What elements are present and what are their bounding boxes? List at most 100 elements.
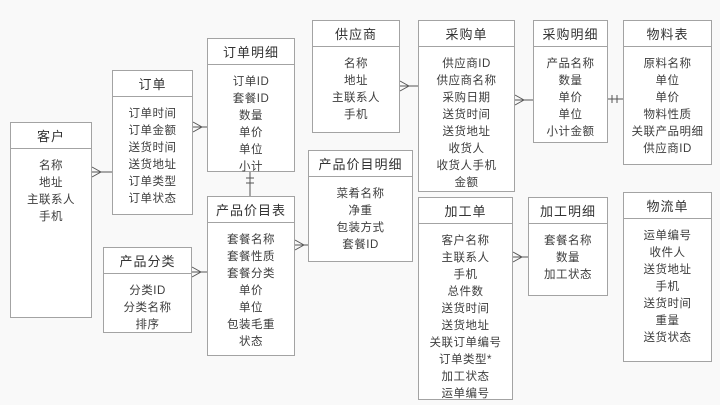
entity-title-order: 订单 [113, 71, 192, 97]
entity-field: 采购日期 [442, 92, 491, 104]
entity-field: 送货地址 [442, 126, 491, 138]
entity-field: 手机 [655, 281, 680, 293]
entity-field: 订单类型* [439, 354, 492, 366]
entity-field: 单价 [655, 92, 680, 104]
entity-field-list: 名称地址主联系人手机 [313, 47, 399, 132]
entity-field: 订单状态 [128, 193, 177, 205]
entity-field: 套餐名称 [227, 234, 275, 246]
entity-field: 订单金额 [128, 125, 177, 137]
entity-field: 包装毛重 [227, 319, 275, 331]
entity-field: 套餐性质 [227, 251, 275, 263]
entity-field: 客户名称 [441, 235, 490, 247]
entity-field-list: 产品名称数量单价单位小计金额 [534, 47, 607, 142]
relationship-order-order-detail-crow-foot-icon [192, 121, 203, 133]
entity-field: 菜肴名称 [336, 188, 385, 200]
entity-title-logistics: 物流单 [624, 193, 711, 219]
entity-field: 送货状态 [643, 332, 692, 344]
entity-field: 小计金额 [546, 126, 595, 138]
entity-purchase-detail: 采购明细产品名称数量单价单位小计金额 [533, 20, 608, 143]
entity-logistics: 物流单运单编号收件人送货地址手机送货时间重量送货状态 [623, 192, 712, 362]
entity-field: 单位 [558, 109, 583, 121]
entity-title-process-detail: 加工明细 [529, 198, 607, 224]
entity-field: 主联系人 [27, 194, 75, 206]
entity-field: 订单ID [232, 76, 270, 88]
entity-field: 手机 [344, 109, 368, 121]
relationship-customer-order-crow-foot-icon [91, 166, 102, 178]
entity-field: 送货地址 [643, 264, 692, 276]
entity-field: 送货地址 [441, 320, 490, 332]
entity-title-supplier: 供应商 [313, 21, 399, 47]
entity-title-purchase-detail: 采购明细 [534, 21, 607, 47]
entity-process-order: 加工单客户名称主联系人手机总件数送货时间送货地址关联订单编号订单类型*加工状态运… [418, 197, 513, 400]
entity-field: 套餐名称 [544, 235, 592, 247]
entity-field: 数量 [556, 252, 580, 264]
entity-customer: 客户名称地址主联系人手机 [10, 122, 92, 318]
relationship-order-detail-price-list-one-one-ticks-icon [246, 177, 254, 184]
entity-field: 送货时间 [643, 298, 692, 310]
entity-field: 手机 [39, 211, 63, 223]
entity-field: 地址 [344, 75, 368, 87]
entity-field: 状态 [239, 336, 263, 348]
entity-field: 名称 [344, 58, 368, 70]
entity-field: 主联系人 [441, 252, 490, 264]
entity-title-price-detail: 产品价目明细 [309, 151, 412, 177]
entity-field-list: 订单时间订单金额送货时间送货地址订单类型订单状态 [113, 97, 192, 214]
entity-title-purchase-order: 采购单 [419, 21, 514, 47]
entity-field: 送货时间 [128, 142, 177, 154]
entity-field: 单位 [239, 302, 263, 314]
entity-field: 运单编号 [643, 230, 692, 242]
entity-field: 分类名称 [123, 302, 172, 314]
entity-field: 送货时间 [441, 303, 490, 315]
entity-field-list: 运单编号收件人送货地址手机送货时间重量送货状态 [624, 219, 711, 361]
entity-field: 关联订单编号 [429, 337, 502, 349]
relationship-purchase-order-purchase-detail-crow-foot-icon [514, 94, 525, 106]
entity-title-order-detail: 订单明细 [208, 39, 294, 65]
entity-field-list: 原料名称单位单价物料性质关联产品明细供应商ID [624, 47, 711, 164]
entity-field: 产品名称 [546, 58, 595, 70]
entity-field: 手机 [453, 269, 478, 281]
relationship-process-order-process-detail-crow-foot-icon [512, 251, 523, 263]
entity-field: 数量 [239, 110, 263, 122]
entity-field-list: 名称地址主联系人手机 [11, 149, 91, 317]
entity-field: 主联系人 [332, 92, 380, 104]
relationship-supplier-purchase-order-crow-foot-icon [399, 80, 410, 92]
entity-field: 净重 [348, 205, 373, 217]
entity-field: 收件人 [649, 247, 686, 259]
entity-field: 地址 [39, 177, 63, 189]
entity-field: 套餐ID [232, 93, 270, 105]
entity-field: 数量 [558, 75, 583, 87]
entity-price-list: 产品价目表套餐名称套餐性质套餐分类单价单位包装毛重状态 [207, 196, 295, 356]
entity-field: 重量 [655, 315, 680, 327]
entity-field-list: 套餐名称套餐性质套餐分类单价单位包装毛重状态 [208, 223, 294, 355]
entity-field: 加工状态 [441, 371, 490, 383]
relationship-purchase-detail-material-one-one-ticks-icon [611, 95, 618, 103]
entity-field: 原料名称 [643, 58, 692, 70]
entity-field: 单价 [239, 285, 263, 297]
entity-title-category: 产品分类 [104, 248, 191, 274]
entity-field: 套餐分类 [227, 268, 275, 280]
entity-field-list: 菜肴名称净重包装方式套餐ID [309, 177, 412, 261]
entity-field-list: 套餐名称数量加工状态 [529, 224, 607, 295]
entity-field: 供应商ID [442, 58, 491, 70]
entity-field: 单位 [239, 144, 263, 156]
relationship-category-price-list-crow-foot-icon [191, 266, 202, 278]
entity-field: 运单编号 [441, 388, 490, 400]
entity-field: 送货时间 [442, 109, 491, 121]
entity-field: 包装方式 [336, 222, 385, 234]
relationship-price-list-price-detail-crow-foot-icon [294, 239, 305, 251]
entity-field: 收货人 [448, 143, 485, 155]
entity-field: 供应商ID [643, 143, 692, 155]
entity-field: 小计 [239, 161, 263, 173]
entity-field: 套餐ID [342, 239, 379, 251]
entity-field: 金额 [454, 177, 479, 189]
entity-field: 单位 [655, 75, 680, 87]
entity-field: 订单时间 [128, 108, 177, 120]
entity-field: 关联产品明细 [631, 126, 704, 138]
entity-field: 总件数 [447, 286, 484, 298]
